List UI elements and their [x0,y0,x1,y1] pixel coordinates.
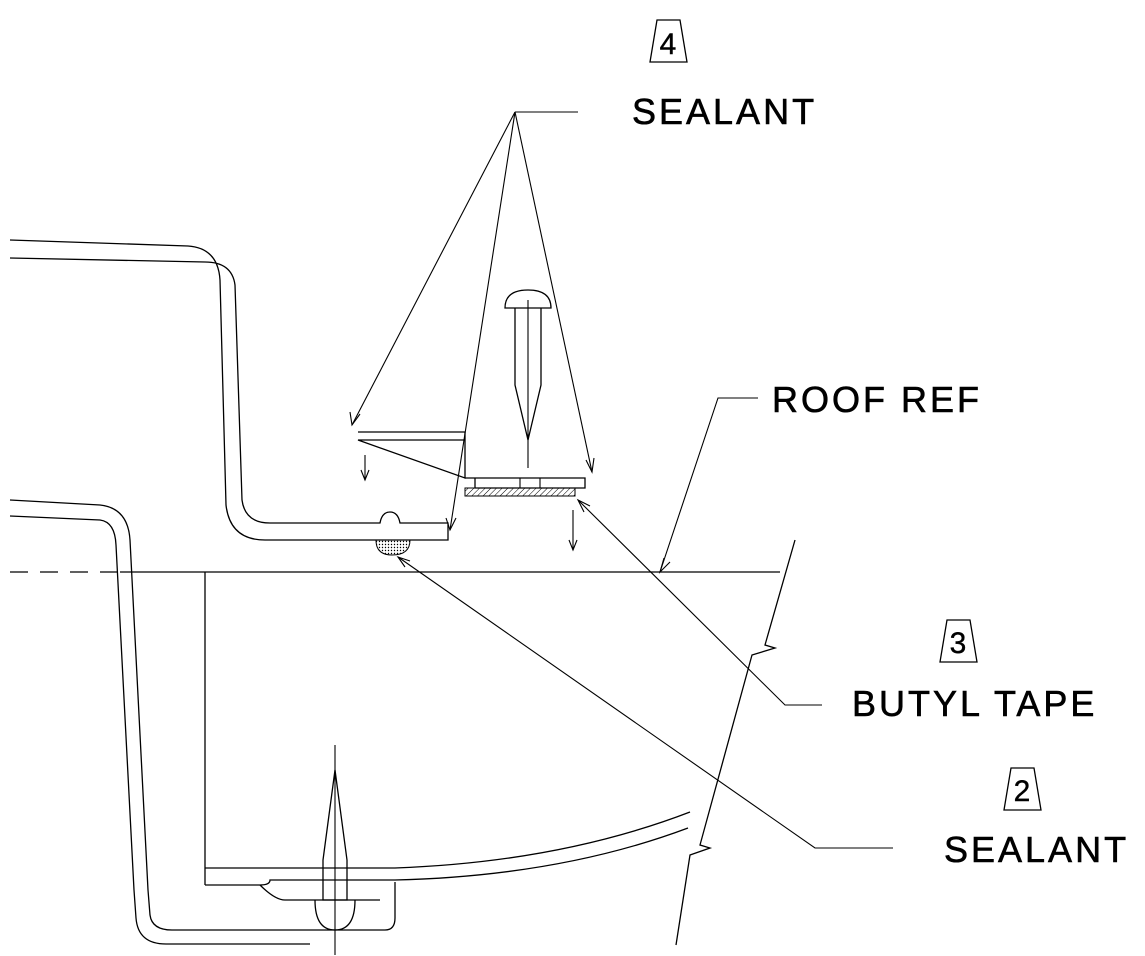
roof-ref-callout: ROOF REF [772,379,982,421]
break-line [675,539,796,946]
sealant-4-leaders [349,111,595,532]
lower-rivet [314,745,356,955]
sealant-2-leader [396,555,893,849]
butyl-tape-leader [576,498,822,706]
callout-4: 4 SEALANT [632,19,817,132]
lower-body-panel [9,499,396,945]
callout-3-label: BUTYL TAPE [852,683,1097,724]
inner-pillar [204,572,691,901]
callout-2: 2 SEALANT [944,767,1129,870]
callout-4-label: SEALANT [632,91,817,132]
flow-arrows [360,455,578,552]
roof-ref-leader [658,397,758,574]
callout-3-number: 3 [950,627,967,660]
roof-flange [357,431,586,497]
upper-roof-panel [9,239,449,541]
upper-rivet [504,289,552,468]
callout-3: 3 BUTYL TAPE [852,619,1097,724]
callout-2-label: SEALANT [944,829,1129,870]
sealant-bead [375,539,411,556]
roof-ref-label: ROOF REF [772,379,982,420]
callout-4-number: 4 [660,28,677,61]
callout-2-number: 2 [1014,775,1031,808]
